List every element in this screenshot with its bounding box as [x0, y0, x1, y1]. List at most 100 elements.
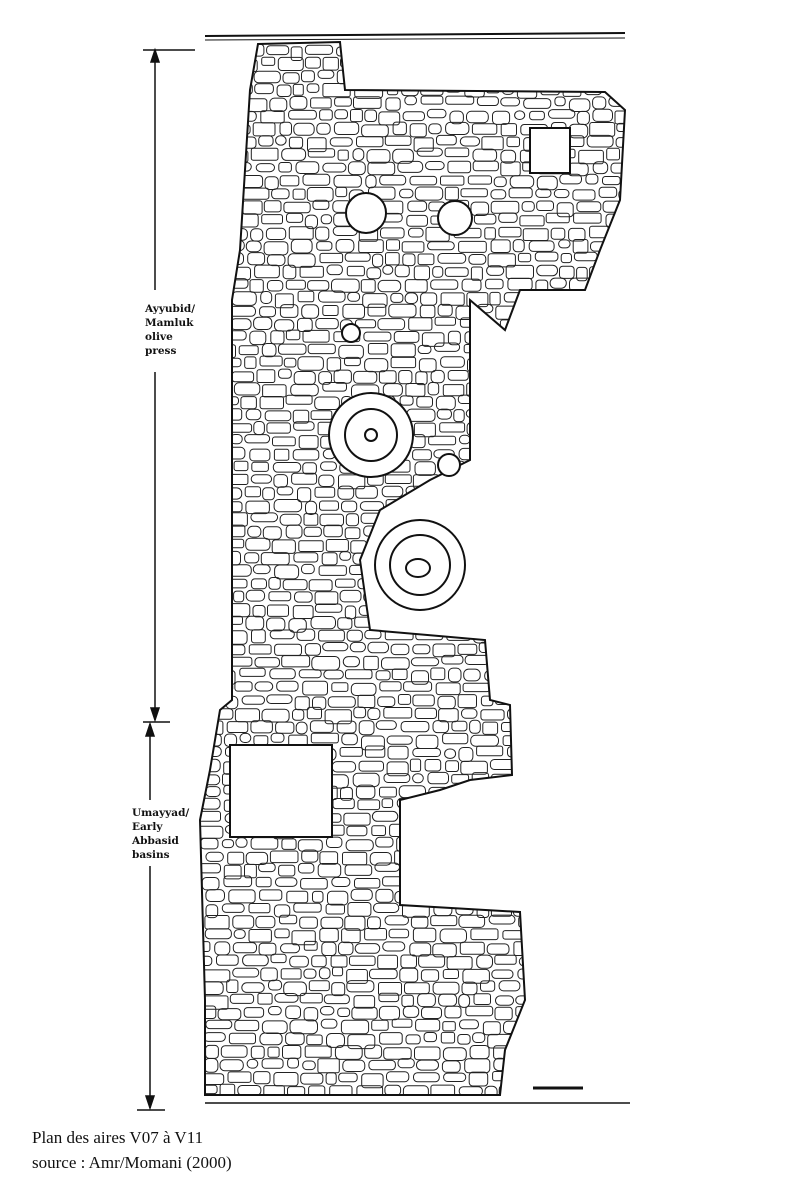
label-line: Umayyad/	[132, 807, 190, 819]
stone	[239, 43, 265, 57]
stone	[200, 941, 211, 952]
stone	[457, 394, 474, 405]
stone	[604, 409, 623, 423]
stone	[218, 293, 231, 308]
stone	[287, 253, 316, 268]
stone	[384, 915, 409, 926]
stone	[241, 982, 265, 993]
stone	[550, 44, 562, 56]
stone	[397, 45, 418, 56]
stone	[308, 579, 333, 592]
stone	[237, 1085, 262, 1095]
stone	[254, 681, 274, 692]
stone	[442, 384, 465, 397]
stone	[420, 292, 438, 306]
stone	[583, 604, 600, 617]
stone	[414, 186, 444, 201]
stone	[576, 642, 594, 655]
stone	[326, 264, 343, 276]
stone	[500, 149, 517, 164]
stone	[484, 227, 496, 240]
stone	[200, 279, 221, 291]
stone	[558, 239, 571, 249]
stone	[528, 240, 555, 252]
stone	[442, 823, 465, 834]
stone	[314, 603, 343, 613]
stone	[244, 863, 257, 879]
stone	[331, 761, 357, 773]
stone	[352, 148, 365, 162]
stone	[367, 303, 387, 317]
stone	[544, 850, 565, 861]
stone	[600, 1007, 625, 1022]
stone	[204, 382, 233, 393]
stone	[480, 709, 505, 721]
stone	[401, 864, 426, 879]
stone	[519, 318, 544, 332]
stone	[378, 992, 400, 1003]
stone	[226, 979, 239, 993]
stone	[592, 108, 614, 122]
stone	[413, 1072, 440, 1083]
stone	[507, 277, 533, 291]
stone	[334, 97, 352, 107]
stone	[282, 579, 308, 591]
stone	[215, 83, 228, 95]
stone	[318, 474, 335, 488]
stone	[344, 527, 361, 540]
stone	[527, 511, 546, 526]
stone	[596, 499, 620, 512]
stone	[220, 550, 241, 566]
stone	[550, 304, 579, 314]
stone	[345, 669, 373, 680]
stone	[222, 344, 236, 359]
stone	[223, 71, 236, 86]
stone	[300, 878, 328, 890]
stone	[408, 317, 433, 331]
stone	[288, 618, 307, 633]
stone	[543, 979, 563, 993]
stone	[509, 175, 535, 189]
stone	[379, 174, 407, 186]
stone	[384, 135, 412, 146]
stone	[527, 563, 549, 573]
stone	[359, 501, 385, 511]
stone	[403, 876, 426, 889]
period-dimension-lines	[137, 47, 195, 1111]
stone	[408, 227, 424, 238]
stone	[310, 410, 333, 420]
stone	[278, 864, 296, 877]
stone	[628, 268, 638, 278]
stone	[475, 486, 493, 502]
stone	[460, 188, 488, 198]
stone	[493, 422, 515, 437]
stone	[271, 539, 296, 554]
stone	[546, 511, 575, 523]
stone	[608, 681, 624, 697]
stone	[293, 552, 319, 563]
stone	[321, 941, 337, 956]
stone	[243, 1007, 265, 1018]
stone	[466, 382, 481, 397]
stone	[602, 176, 621, 186]
stone	[611, 331, 624, 346]
stone	[406, 214, 428, 227]
stone	[565, 318, 579, 334]
stone	[205, 851, 224, 862]
stone	[473, 213, 497, 225]
stone	[459, 812, 487, 824]
stone	[202, 579, 224, 594]
stone	[337, 1007, 351, 1017]
stone	[289, 96, 308, 110]
stone	[472, 513, 491, 528]
stone	[467, 175, 492, 185]
stone	[436, 134, 457, 146]
stone	[255, 163, 276, 173]
stone	[511, 357, 524, 371]
stone	[581, 747, 595, 758]
stone	[458, 747, 474, 762]
stone	[244, 486, 261, 498]
stone	[503, 811, 523, 824]
stone	[250, 578, 267, 590]
stone	[253, 735, 269, 746]
